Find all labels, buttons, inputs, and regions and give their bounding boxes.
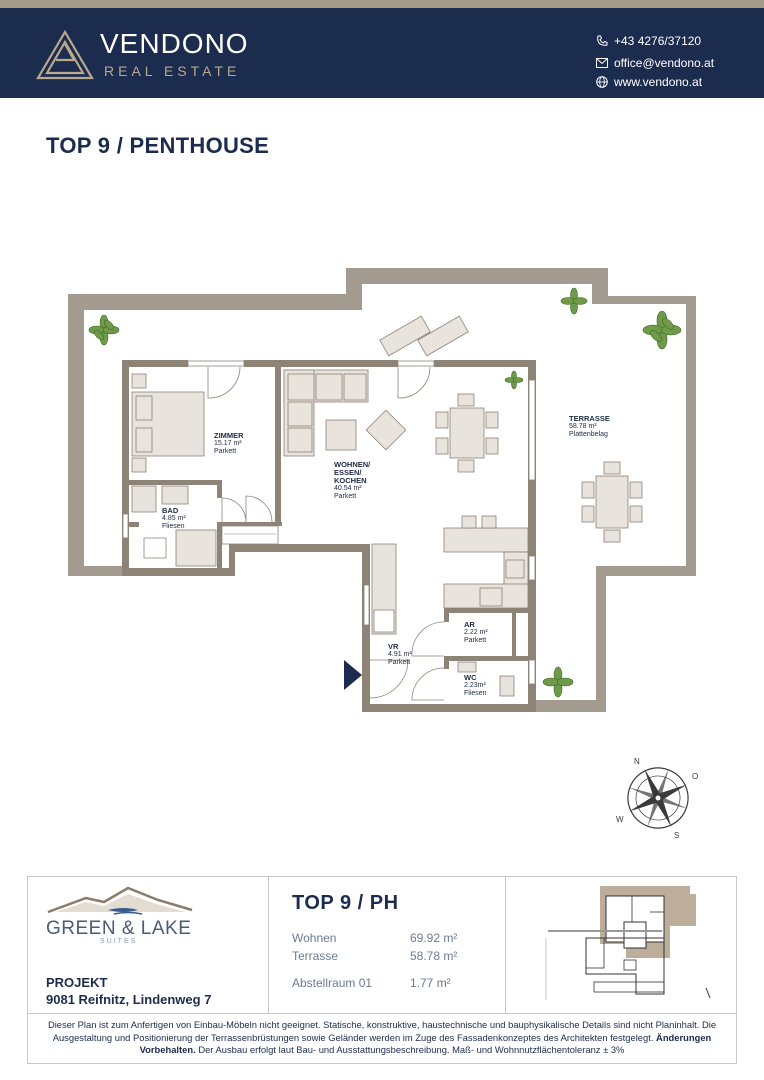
area-label-wohnen: Wohnen	[292, 931, 337, 945]
email-text: office@vendono.at	[614, 56, 715, 70]
room-label-wc: WC 2.23m² Fliesen	[464, 673, 487, 698]
area-value-wohnen: 69.92 m²	[410, 931, 458, 945]
floor-plan	[68, 268, 696, 712]
brand-subtitle: REAL ESTATE	[104, 63, 241, 79]
room-label-vr: VR 4.91 m² Parkett	[388, 642, 412, 667]
room-label-zimmer: ZIMMER 15.17 m² Parkett	[214, 431, 244, 456]
globe-icon	[596, 76, 608, 88]
phone-text: +43 4276/37120	[614, 34, 702, 48]
info-divider	[505, 876, 506, 1014]
header-bar	[0, 8, 764, 98]
entrance-arrow-icon	[344, 660, 362, 690]
room-label-bad: BAD 4.85 m² Fliesen	[162, 506, 186, 531]
key-plan	[545, 886, 711, 1000]
project-label: PROJEKT	[46, 975, 108, 990]
mail-icon	[596, 58, 608, 68]
unit-title: TOP 9 / PH	[292, 892, 399, 914]
project-address: 9081 Reifnitz, Lindenweg 7	[46, 992, 212, 1007]
contact-email[interactable]: office@vendono.at	[596, 56, 714, 70]
disclaimer-text: Dieser Plan ist zum Anfertigen von Einba…	[27, 1014, 737, 1064]
page-title: TOP 9 / PENTHOUSE	[46, 133, 270, 158]
brand-name: VENDONO	[100, 28, 249, 59]
green-lake-subtitle: SUITES	[100, 938, 138, 945]
website-text: www.vendono.at	[614, 75, 703, 89]
area-value-abstellraum: 1.77 m²	[410, 976, 451, 990]
top-accent-strip	[0, 0, 764, 8]
room-label-ar: AR 2.22 m² Parkett	[464, 620, 488, 645]
compass-s: S	[674, 831, 679, 840]
green-lake-logo-icon	[47, 886, 193, 915]
room-label-wohnen: WOHNEN/ ESSEN/ KOCHEN 40.54 m² Parkett	[334, 460, 371, 501]
contact-website[interactable]: www.vendono.at	[596, 75, 702, 89]
area-value-terrasse: 58.78 m²	[410, 949, 458, 963]
info-divider	[268, 876, 269, 1014]
compass-icon: N O S W	[616, 757, 698, 840]
area-label-terrasse: Terrasse	[292, 949, 339, 963]
room-label-terrasse: TERRASSE 58.78 m² Plattenbelag	[569, 414, 610, 439]
compass-w: W	[616, 815, 624, 824]
green-lake-title: GREEN & LAKE	[46, 918, 192, 939]
contact-phone[interactable]: +43 4276/37120	[596, 34, 701, 48]
plant-icons	[88, 287, 682, 698]
phone-icon	[597, 35, 608, 46]
info-box	[27, 876, 737, 1014]
compass-n: N	[634, 757, 640, 766]
compass-o: O	[692, 772, 698, 781]
vendono-logo-icon	[36, 30, 94, 80]
area-label-abstellraum: Abstellraum 01	[292, 976, 373, 990]
